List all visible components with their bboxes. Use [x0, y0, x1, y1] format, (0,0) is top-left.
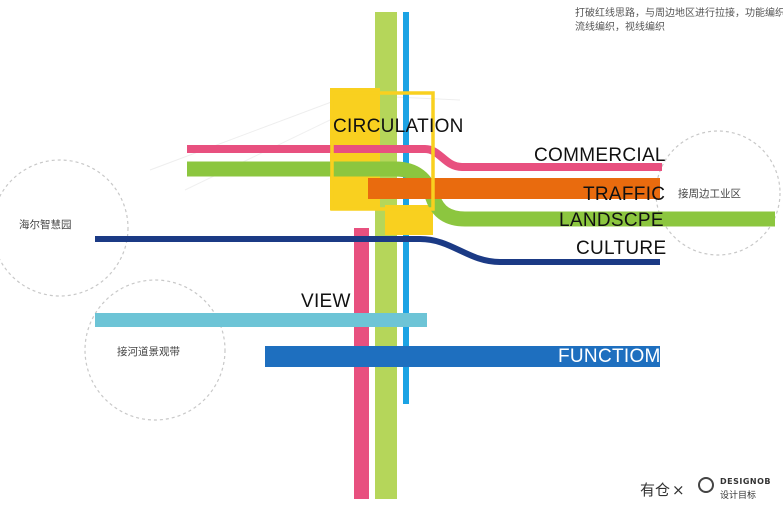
vertical-green-strand	[375, 12, 397, 499]
view-strand	[95, 313, 427, 327]
zone-circle-left	[0, 159, 129, 297]
culture-strand	[95, 236, 660, 265]
brand-bottom: 设计目标	[720, 491, 757, 501]
header-note-line1: 打破红线思路，与周边地区进行拉接，功能编织，	[575, 8, 783, 19]
circulation-frame	[330, 91, 435, 211]
circulation-label: CIRCULATION	[333, 116, 464, 137]
watermark-text: 有仓×	[640, 479, 685, 500]
brand-top: DESIGNOB	[720, 477, 772, 486]
zone-label-right: 接周边工业区	[678, 188, 741, 200]
designob-logo-icon	[698, 477, 714, 493]
watermark-x: ×	[672, 481, 685, 499]
view-label: VIEW	[301, 291, 351, 312]
function-label: FUNCTIOM	[558, 346, 661, 367]
landscape-label: LANDSCPE	[559, 210, 664, 231]
site-outline	[184, 119, 331, 191]
zone-label-bottom: 接河道景观带	[117, 346, 180, 358]
commercial-label: COMMERCIAL	[534, 145, 666, 166]
header-note-line2: 流线编织，视线编织	[575, 22, 665, 33]
commercial-strand	[187, 145, 662, 171]
function-strand	[265, 346, 660, 367]
zone-label-left: 海尔智慧园	[19, 219, 72, 231]
traffic-strand	[368, 178, 660, 199]
zone-circle-bottom	[84, 279, 226, 421]
watermark-name: 有仓	[640, 481, 671, 499]
traffic-label: TRAFFIC	[583, 184, 666, 205]
culture-label: CULTURE	[576, 238, 667, 259]
